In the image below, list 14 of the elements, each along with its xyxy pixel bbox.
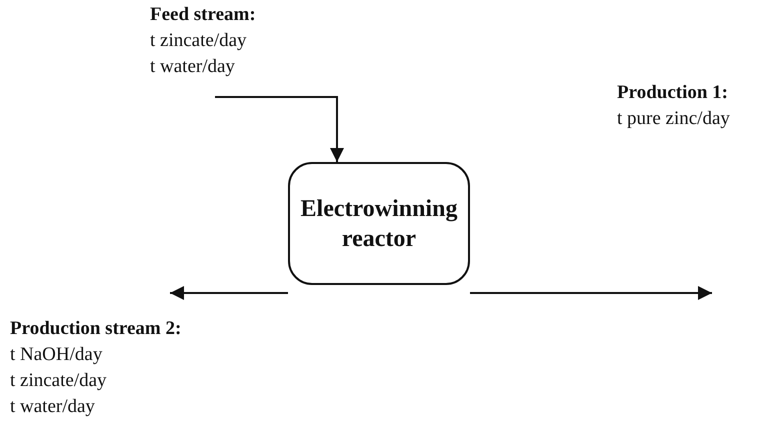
arrow xyxy=(215,96,344,162)
stream-quantity: t NaOH/day xyxy=(10,343,102,367)
process-box xyxy=(288,162,470,285)
stream-quantity: t pure zinc/day xyxy=(617,107,730,131)
arrow xyxy=(170,286,288,300)
arrow xyxy=(470,286,712,300)
stream-heading: Production stream 2: xyxy=(10,317,182,341)
stream-heading: Production 1: xyxy=(617,81,728,105)
stream-quantity: t zincate/day xyxy=(10,369,107,393)
stream-quantity: t zincate/day xyxy=(150,29,248,53)
stream-quantity: t water/day xyxy=(10,395,95,419)
stream-heading: Feed stream: xyxy=(150,3,257,27)
process-label: Electrowinning reactor xyxy=(300,194,458,254)
stream-quantity: t water/day xyxy=(150,55,236,79)
